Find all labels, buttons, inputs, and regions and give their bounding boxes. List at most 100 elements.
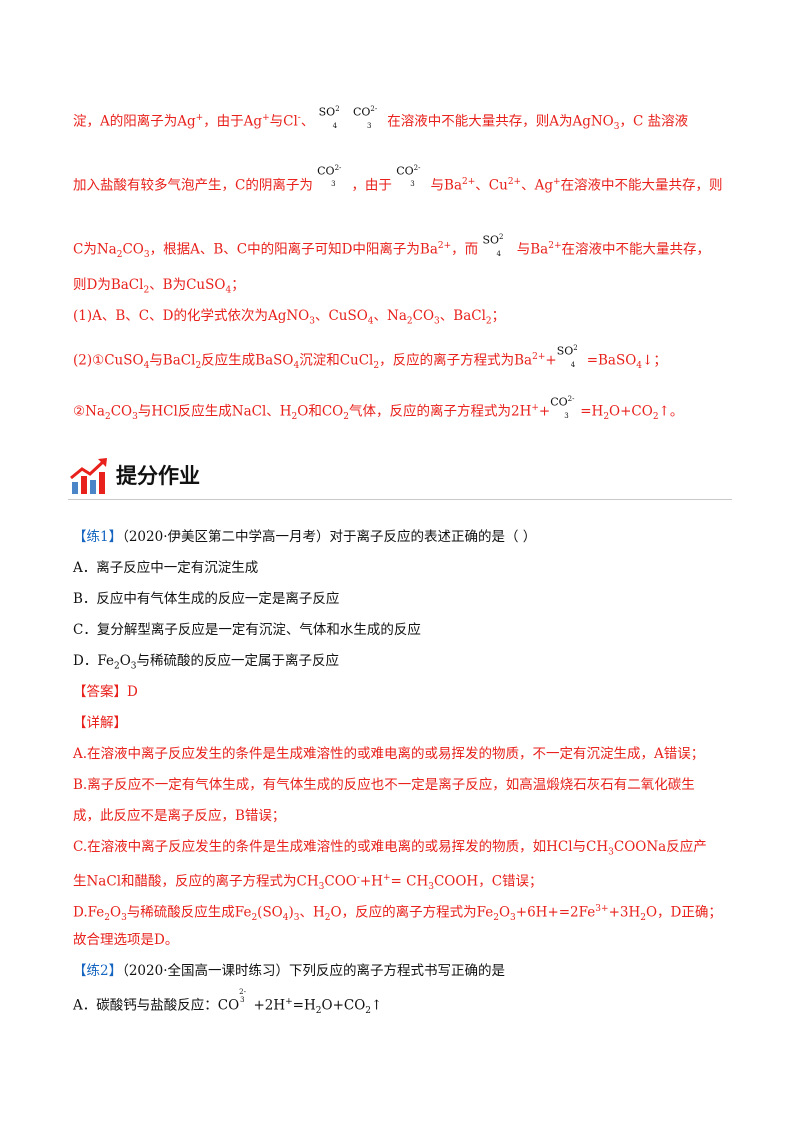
sub: 2 (251, 913, 258, 924)
text: 与Ba (430, 177, 463, 194)
sub: 3 (143, 250, 150, 261)
text: (SO (257, 904, 283, 921)
sub: 4 (282, 913, 289, 924)
sup: - (297, 113, 301, 123)
sup: 2+ (462, 177, 476, 187)
sub: 3 (121, 913, 127, 924)
text: 与HCl反应生成NaCl、H (137, 403, 292, 420)
sub: 4 (636, 361, 643, 372)
text: O，反应的离子方程式为Fe (330, 904, 494, 921)
sup: + (553, 177, 561, 187)
text: ②Na (73, 403, 105, 420)
text: 、Cu (475, 177, 508, 194)
text: 在溶液中不能大量共存， (561, 241, 711, 258)
detail-b-2: 成，此反应不是离子反应，B错误； (73, 808, 286, 824)
sub: 2 (365, 1006, 372, 1017)
carbonate-ion: CO2-3 (396, 164, 426, 196)
question-tag: 【练2】 (73, 963, 123, 979)
text: 、B为CuSO (149, 277, 226, 293)
text: O和CO (297, 403, 344, 420)
charge: 2- (239, 988, 246, 997)
text: 、Ag (521, 177, 554, 194)
sub: 2 (116, 250, 123, 261)
subscript: 3 (366, 121, 372, 130)
detail-c-1: C.在溶液中离子反应发生的条件是生成难溶性的或难电离的或易挥发的物质，如HCl与… (73, 837, 733, 863)
answer-line-2: 加入盐酸有较多气泡产生，C的阴离子为 CO2-3 ，由于 CO2-3 与Ba2+… (73, 164, 733, 196)
text: +6H+=2Fe (515, 904, 596, 921)
text: 生NaCl和醋酸，反应的离子方程式为CH (73, 873, 319, 890)
subscript: 4 (332, 121, 338, 130)
ion-formula: CO (317, 164, 335, 178)
sub: 2 (603, 412, 610, 423)
sub: 2 (315, 1006, 322, 1017)
text: C.在溶液中离子反应发生的条件是生成难溶性的或难电离的或易挥发的物质，如HCl与… (73, 839, 609, 855)
text: (1)A、B、C、D的化学式依次为AgNO (73, 308, 310, 324)
text: O (498, 904, 511, 921)
detail-d: D.Fe2O3与稀硫酸反应生成Fe2(SO4)3、H2O，反应的离子方程式为Fe… (73, 899, 733, 928)
subscript: 4 (496, 249, 501, 258)
text: O (110, 904, 122, 921)
ion-formula: CO (550, 395, 568, 409)
text: 在溶液中不能大量共存，则A为AgNO (387, 113, 614, 130)
sub: 4 (367, 316, 374, 327)
carbonate-ion: CO2-3 (550, 395, 580, 427)
answer-line-4: 则D为BaCl2、B为CuSO4； (73, 275, 733, 301)
text: COONa反应产 (613, 839, 707, 855)
detail-c-2: 生NaCl和醋酸，反应的离子方程式为CH3COO-+H+= CH3COOH，C错… (73, 868, 733, 897)
sub: 2 (113, 661, 120, 672)
sub: 2 (343, 412, 349, 423)
text: CO (412, 308, 435, 324)
sup: + (382, 873, 391, 883)
sub: 2 (195, 361, 202, 372)
text: 与稀硫酸的反应一定属于离子反应 (136, 653, 340, 669)
conclusion: 故合理选项是D。 (73, 932, 179, 948)
charge: 2 (499, 233, 504, 242)
sub: 2 (104, 412, 111, 423)
text: O (119, 653, 131, 669)
charge: 2- (370, 105, 378, 114)
sup: + (262, 113, 270, 123)
ion-formula: SO (318, 105, 336, 119)
text: 在溶液中不能大量共存，则 (560, 177, 723, 194)
sub: 3 (293, 913, 300, 924)
sub: 2 (324, 913, 331, 924)
answer-line-6: (2)①CuSO4与BaCl2反应生成BaSO4沉淀和CuCl2，反应的离子方程… (73, 344, 733, 376)
text: 沉淀和CuCl (299, 352, 374, 369)
answer-line-7: ②Na2CO3与HCl反应生成NaCl、H2O和CO2气体，反应的离子方程式为2… (73, 395, 733, 427)
detail-b-1: B.离子反应不一定有气体生成，有气体生成的反应也不一定是离子反应，如高温煅烧石灰… (73, 777, 695, 793)
sup: 2+ (437, 241, 452, 251)
text: 则D为BaCl (73, 277, 144, 293)
sub: 4 (143, 361, 150, 372)
carbonate-ion: CO2-3 (317, 164, 347, 196)
question-text: （2020·伊美区第二中学高一月考）对于离子反应的表述正确的是（ ） (122, 529, 537, 545)
sub: 2 (373, 361, 380, 372)
text: +H (359, 873, 383, 890)
sub: 3 (608, 847, 614, 858)
sub: 2 (640, 913, 646, 924)
text: 加入盐酸有较多气泡产生，C的阴离子为 (73, 177, 313, 194)
sub: 3 (130, 661, 137, 672)
sub: 2 (104, 913, 110, 924)
text: 与稀硫酸反应生成Fe (126, 904, 252, 921)
text: +3H (608, 904, 641, 921)
text: 、H (299, 904, 325, 921)
subscript: 4 (570, 360, 576, 369)
answer-label: 【答案】D (73, 684, 138, 700)
text: D.Fe (73, 904, 105, 921)
option-c: C．复分解型离子反应是一定有沉淀、气体和水生成的反应 (73, 622, 421, 638)
subscript: 3 (240, 996, 245, 1005)
answer-line-5: (1)A、B、C、D的化学式依次为AgNO3、CuSO4、Na2CO3、BaCl… (73, 306, 733, 332)
text: O+CO (609, 403, 653, 420)
text: + (545, 352, 557, 369)
sup: + (285, 997, 293, 1007)
text: O+CO (321, 997, 366, 1014)
growth-chart-icon (70, 458, 107, 494)
ion-formula: CO (352, 105, 371, 119)
charge: 2 (573, 344, 578, 353)
text: +2H (249, 997, 286, 1014)
text: (2)①CuSO (73, 352, 144, 369)
